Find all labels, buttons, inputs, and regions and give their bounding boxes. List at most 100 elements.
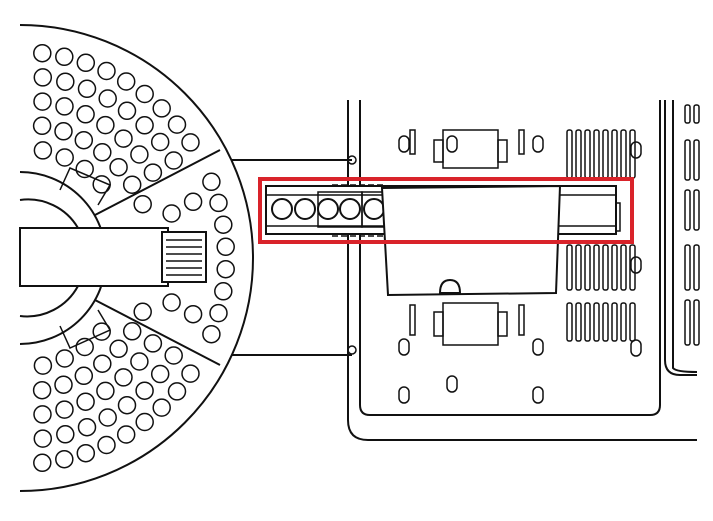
vial (150, 132, 170, 152)
vial (96, 115, 115, 135)
vial (76, 392, 95, 411)
vial (152, 99, 171, 118)
vial (122, 322, 142, 341)
vent-slot (602, 244, 609, 291)
vent-slot (409, 304, 416, 336)
mounting-hole (630, 141, 642, 159)
vial (214, 282, 233, 301)
vial (294, 198, 316, 220)
vial (75, 159, 94, 179)
tray-arm (19, 227, 207, 287)
vial (33, 68, 53, 87)
vial (32, 116, 52, 136)
vial (76, 53, 96, 73)
vial (143, 334, 163, 353)
vent-slot (684, 244, 691, 291)
mounting-hole (532, 135, 544, 153)
vial (181, 364, 200, 383)
vial (33, 141, 53, 160)
vial (96, 381, 115, 401)
mounting-hole (532, 338, 544, 356)
vent-slot (518, 129, 525, 155)
vial (183, 192, 203, 212)
vial (55, 47, 74, 67)
vial (74, 366, 94, 386)
vent-slot (575, 129, 582, 179)
vial (117, 101, 137, 121)
vent-slot (629, 302, 636, 342)
vent-slot (684, 299, 691, 346)
vial (114, 129, 133, 148)
vial (75, 337, 94, 357)
vial (167, 115, 187, 134)
vent-slot (602, 302, 609, 342)
vial (167, 382, 187, 401)
vial (55, 148, 74, 167)
vial (56, 72, 75, 91)
vial (202, 172, 221, 192)
vial (55, 400, 74, 419)
vent-slot (575, 244, 582, 291)
vial (54, 122, 73, 141)
vent-slot (409, 129, 416, 155)
vial (33, 43, 52, 63)
vial (130, 145, 149, 164)
vial (97, 435, 116, 455)
vial (339, 198, 361, 220)
mounting-hole (446, 135, 458, 153)
vent-slot (566, 244, 573, 291)
vial (122, 175, 142, 194)
vent-slot (566, 129, 573, 179)
mounting-hole (446, 375, 458, 393)
vial (209, 193, 228, 213)
vial (135, 116, 154, 135)
vial (114, 368, 133, 387)
vial (98, 89, 117, 108)
mounting-hole (532, 386, 544, 404)
vial (33, 453, 52, 473)
vent-slot (693, 104, 700, 124)
mounting-hole (398, 386, 410, 404)
vent-slot (593, 244, 600, 291)
vial (214, 215, 233, 234)
vent-slot (575, 302, 582, 342)
vial (135, 381, 154, 400)
vent-slot (620, 302, 627, 342)
vent-slot (684, 139, 691, 181)
vial (117, 395, 137, 415)
vial (97, 61, 116, 81)
vial (162, 204, 181, 223)
vent-slot (611, 129, 618, 179)
vial (116, 72, 136, 91)
vial (33, 429, 53, 448)
vial (133, 194, 152, 214)
vent-slot (611, 244, 618, 291)
highlight-box (258, 177, 634, 244)
vent-slot (584, 302, 591, 342)
vial (164, 151, 183, 170)
mounting-hole (398, 135, 410, 153)
vial (317, 198, 339, 220)
sample-tray (19, 24, 254, 492)
vent-slot (620, 244, 627, 291)
vial (33, 356, 53, 375)
vent-slot (584, 244, 591, 291)
vial (92, 322, 111, 341)
fan-top (433, 129, 508, 169)
mounting-holes (398, 135, 642, 404)
vial (116, 425, 136, 444)
vial (216, 259, 235, 279)
vial (56, 425, 75, 444)
vial (76, 105, 95, 124)
vial (216, 237, 235, 257)
vial (55, 449, 74, 469)
vial (181, 133, 200, 152)
vent-slot (593, 129, 600, 179)
vent-slot (693, 189, 700, 231)
vial (54, 375, 73, 394)
vial (33, 92, 52, 111)
vial (55, 97, 74, 116)
vent-slot (584, 129, 591, 179)
vial (109, 157, 128, 177)
